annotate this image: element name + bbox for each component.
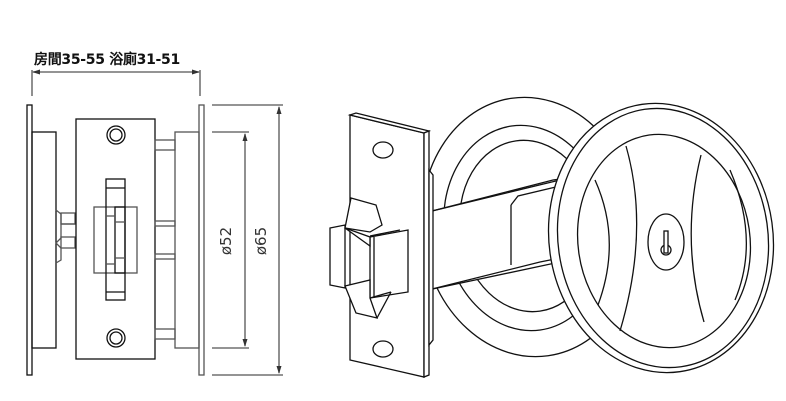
key-slot-escutcheon [647, 213, 685, 271]
side-elevation-view [26, 104, 205, 376]
isometric-view [329, 96, 775, 378]
door-thickness-dimension [31, 69, 201, 96]
diameter-dimensions [212, 104, 283, 376]
door-thickness-dimension-label: 房間35-55 浴廁31-51 [34, 52, 180, 68]
front-pull-outer-ring [547, 102, 775, 374]
